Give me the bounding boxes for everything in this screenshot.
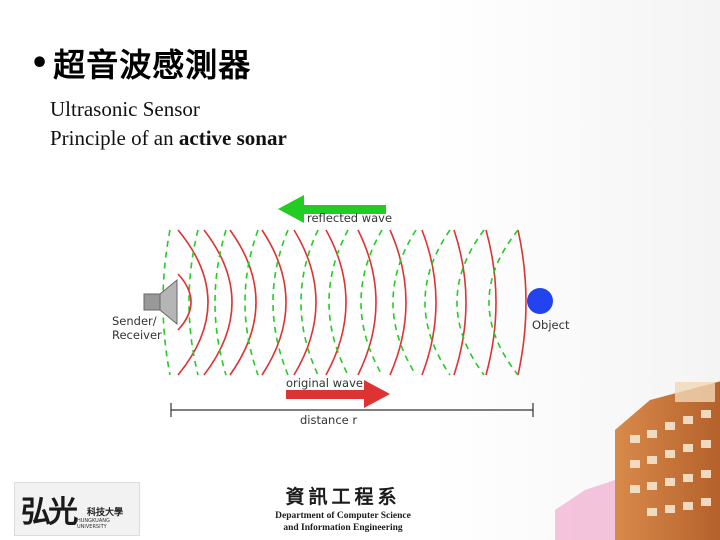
department-logo: 資訊工程系 Department of Computer Science and… (268, 484, 418, 534)
reflected-wavefront (393, 230, 416, 375)
department-name-en-line-1: Department of Computer Science (268, 510, 418, 522)
sender-label-line-1: Sender/ (112, 314, 157, 328)
university-logo-sub-cn: 科技大學 (87, 505, 123, 518)
object-ball (527, 288, 553, 314)
slide-subtitle: Ultrasonic Sensor Principle of an active… (50, 95, 287, 153)
reflected-wavefront (361, 230, 382, 375)
wavefronts (163, 230, 526, 375)
original-wavefront (262, 230, 286, 375)
original-wavefront (294, 230, 316, 375)
subtitle-line-2-bold: active sonar (179, 126, 287, 150)
university-logo: 弘光 科技大學 HUNGKUANG UNIVERSITY (14, 482, 140, 536)
distance-label: distance r (300, 413, 357, 427)
university-logo-en: HUNGKUANG UNIVERSITY (77, 518, 139, 530)
original-wavefront (486, 230, 496, 375)
sender-label-line-2: Receiver (112, 328, 162, 342)
original-wavefront (518, 230, 526, 375)
subtitle-line-2: Principle of an active sonar (50, 124, 287, 153)
university-logo-cn: 弘光 (21, 487, 75, 531)
title-bullet: • (30, 46, 49, 81)
original-wavefront (422, 230, 436, 375)
campus-building-image (555, 370, 720, 540)
slide-title-row: • 超音波感測器 (30, 40, 251, 86)
sonar-diagram-svg: reflected wave Sender/ Receiver Object o… (100, 190, 580, 435)
reflected-wavefront (215, 230, 226, 375)
object-label: Object (532, 318, 570, 332)
reflected-wave-label: reflected wave (307, 211, 392, 225)
original-wavefront (454, 230, 466, 375)
reflected-wavefront (329, 230, 348, 375)
department-name-cn: 資訊工程系 (268, 484, 418, 510)
department-name-en-line-2: and Information Engineering (268, 522, 418, 534)
original-wave-label: original wave (286, 376, 363, 390)
subtitle-line-1: Ultrasonic Sensor (50, 95, 287, 124)
subtitle-line-2-prefix: Principle of an (50, 126, 179, 150)
reflected-wavefront (457, 230, 484, 375)
original-wavefront (326, 230, 346, 375)
original-wavefront (358, 230, 376, 375)
reflected-wavefront (489, 230, 518, 375)
sonar-diagram: reflected wave Sender/ Receiver Object o… (100, 190, 580, 435)
slide-title: 超音波感測器 (53, 40, 251, 86)
